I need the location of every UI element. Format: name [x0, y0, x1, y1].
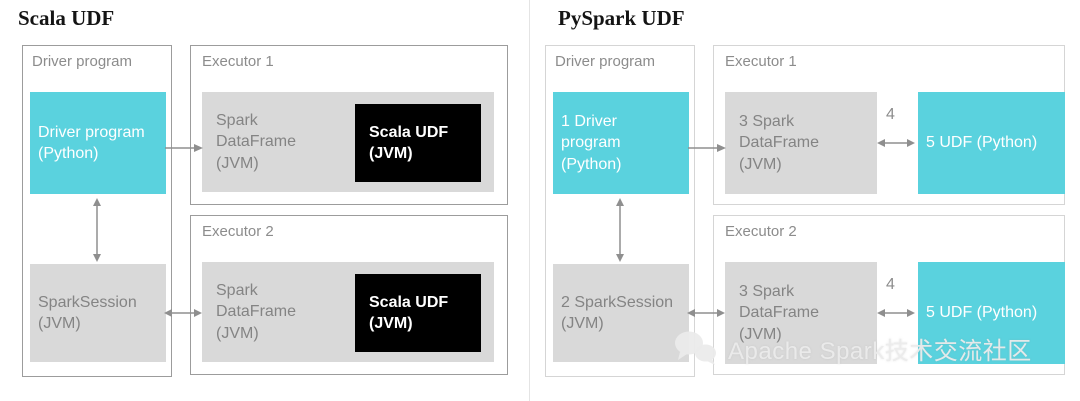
scala-driver-program-label: Driver program [32, 53, 133, 70]
pyspark-executor2-udf-text: 5 UDF (Python) [926, 304, 1038, 322]
pyspark-executor2-dataframe-box: 3 Spark DataFrame (JVM) [725, 262, 877, 364]
pyspark-executor2-label: Executor 2 [725, 223, 797, 240]
scala-driver-executor1-arrow [165, 144, 203, 152]
pyspark-executor1-step-label: 4 [886, 106, 895, 123]
scala-executor1-udf-box: Scala UDF (JVM) [355, 104, 481, 182]
watermark-text: Apache Spark技术交流社区 [728, 337, 1032, 365]
pyspark-sparksession-box: 2 SparkSession (JVM) [553, 264, 689, 362]
scala-executor2-dataframe-text: Spark DataFrame (JVM) [216, 282, 297, 342]
scala-driver-python-text: Driver program (Python) [38, 123, 145, 162]
scala-sparksession-text: SparkSession (JVM) [38, 293, 137, 332]
scala-executor2-label: Executor 2 [202, 223, 274, 240]
pyspark-executor1-step-arrow [877, 139, 915, 147]
pyspark-driver-executor1-arrow [688, 144, 726, 152]
scala-executor2-udf-box: Scala UDF (JVM) [355, 274, 481, 352]
wechat-icon [675, 331, 716, 365]
pyspark-executor2-udf-box: 5 UDF (Python) [918, 262, 1065, 364]
pyspark-executor2-step-label: 4 [886, 276, 895, 293]
pyspark-executor1-dataframe-box: 3 Spark DataFrame (JVM) [725, 92, 877, 194]
pyspark-executor2-dataframe-text: 3 Spark DataFrame (JVM) [739, 283, 820, 343]
pyspark-driver-program-label: Driver program [555, 53, 656, 70]
pyspark-driver-vertical-arrow [616, 198, 624, 262]
scala-driver-vertical-arrow [93, 198, 101, 262]
pyspark-driver-executor2-arrow [687, 309, 725, 317]
watermark: Apache Spark技术交流社区 [672, 328, 1032, 368]
pyspark-executor1-dataframe-text: 3 Spark DataFrame (JVM) [739, 113, 820, 173]
pyspark-executor2-step-arrow [877, 309, 915, 317]
pyspark-driver-python-box: 1 Driver program (Python) [553, 92, 689, 194]
scala-sparksession-box: SparkSession (JVM) [30, 264, 166, 362]
pyspark-driver-python-text: 1 Driver program (Python) [561, 113, 622, 173]
scala-executor2-udf-text: Scala UDF (JVM) [369, 293, 449, 332]
pyspark-executor1-udf-box: 5 UDF (Python) [918, 92, 1065, 194]
pyspark-executor1-udf-text: 5 UDF (Python) [926, 134, 1038, 152]
pyspark-sparksession-text: 2 SparkSession (JVM) [561, 293, 674, 332]
scala-executor1-dataframe-text: Spark DataFrame (JVM) [216, 112, 297, 172]
scala-driver-executor2-arrow [164, 309, 202, 317]
scala-driver-python-box: Driver program (Python) [30, 92, 166, 194]
pyspark-udf-title: PySpark UDF [558, 6, 685, 30]
scala-udf-title: Scala UDF [18, 6, 115, 30]
panel-divider [529, 0, 530, 401]
scala-executor1-label: Executor 1 [202, 53, 274, 70]
scala-executor1-udf-text: Scala UDF (JVM) [369, 123, 449, 162]
pyspark-executor1-label: Executor 1 [725, 53, 797, 70]
